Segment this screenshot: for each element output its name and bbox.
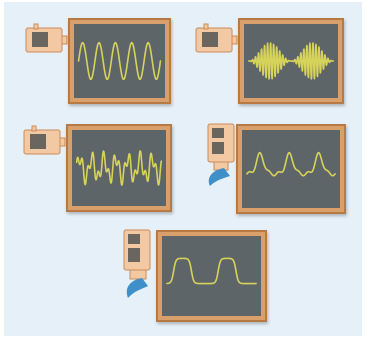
waveform-line [167, 258, 256, 283]
horn-device-icon [120, 228, 156, 300]
oscilloscope-frame [68, 18, 171, 104]
oscilloscope-screen [242, 130, 340, 208]
waveform-line [79, 43, 161, 80]
waveform-line [249, 43, 334, 79]
horn-device-icon [202, 122, 238, 188]
oscilloscope-frame [236, 124, 346, 214]
oscilloscope-frame [238, 18, 344, 104]
waveform-line [247, 153, 335, 176]
oscilloscope-frame [66, 124, 172, 212]
oscilloscope-frame [156, 230, 267, 322]
waveform-trace [242, 130, 340, 208]
waveform-line [77, 151, 162, 185]
waveform-trace [72, 130, 166, 206]
speaker-device-icon [194, 22, 238, 54]
oscilloscope-screen [74, 24, 165, 98]
waveform-trace [162, 236, 261, 316]
oscilloscope-screen [244, 24, 338, 98]
waveform-trace [244, 24, 338, 98]
oscilloscope-screen [72, 130, 166, 206]
speaker-device-icon [24, 22, 68, 54]
speaker-device-icon [22, 124, 66, 156]
waveform-trace [74, 24, 165, 98]
oscilloscope-screen [162, 236, 261, 316]
